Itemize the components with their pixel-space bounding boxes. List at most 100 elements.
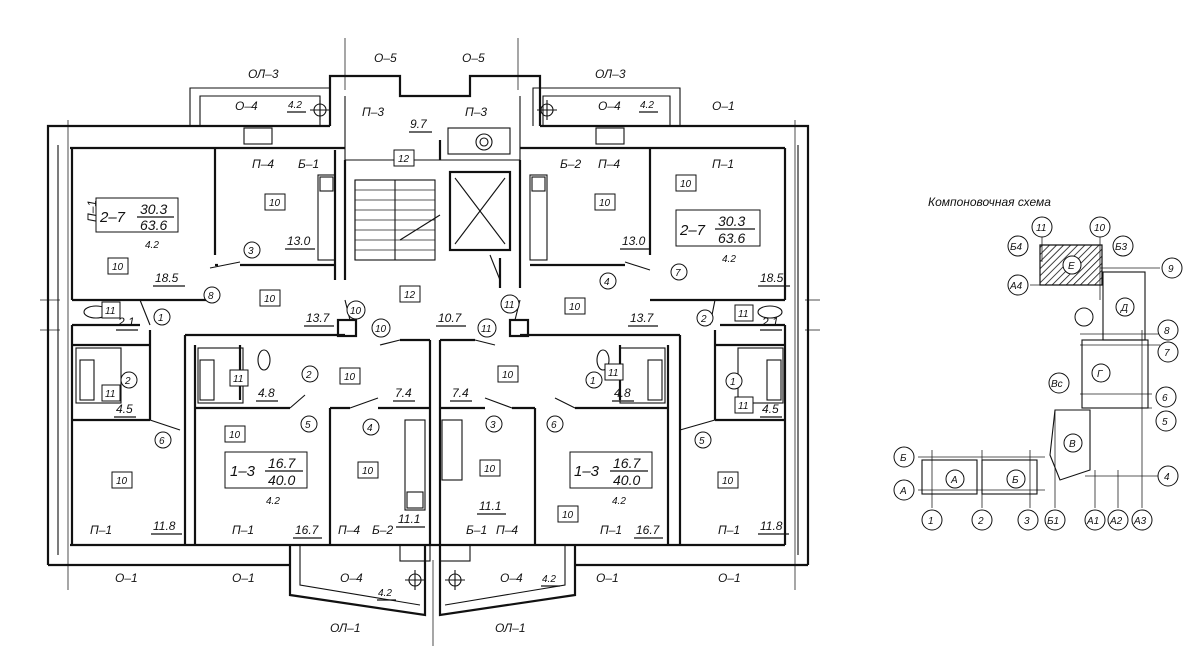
room-code-11: 11 <box>105 389 115 400</box>
room-num-5: 5 <box>305 420 311 431</box>
apt-br-code: 1–3 <box>574 463 600 480</box>
room-num-3: 3 <box>490 420 496 431</box>
apt-tr-top: 30.3 <box>718 213 745 229</box>
scheme-section-B <box>981 459 1038 495</box>
room-num-8: 8 <box>208 291 214 302</box>
scheme-axis-3: 3 <box>1024 516 1030 527</box>
room-num-1: 1 <box>730 377 736 388</box>
scheme-axis-9: 9 <box>1168 264 1174 275</box>
apt-br-h: 4.2 <box>612 496 626 507</box>
label-p3-right: П–3 <box>465 105 487 119</box>
label-97: 9.7 <box>410 117 428 131</box>
scheme-axis-A3: А3 <box>1133 516 1147 527</box>
area-111-right: 11.1 <box>479 499 501 513</box>
scheme-axis-11: 11 <box>1036 223 1046 234</box>
room-num-1: 1 <box>158 313 164 324</box>
scheme-axis-7: 7 <box>1164 348 1170 359</box>
room-code-10: 10 <box>484 464 496 475</box>
area-values: 18.5 13.0 13.7 10.7 13.7 13.0 18.5 2.1 2… <box>114 234 790 539</box>
room-code-10: 10 <box>680 179 692 190</box>
elevator-shaft <box>448 170 512 252</box>
room-code-12: 12 <box>398 154 410 165</box>
apt-br-top: 16.7 <box>613 455 641 471</box>
bathtub-tl <box>75 347 122 404</box>
crosshair-icon <box>310 100 330 120</box>
label-o1-b2: О–1 <box>232 571 255 585</box>
label-o4-tl: О–4 <box>235 99 258 113</box>
outer-walls <box>46 74 810 617</box>
label-b2-top: Б–2 <box>560 157 581 171</box>
label-o5-right: О–5 <box>462 51 485 65</box>
scheme-axis-1: 1 <box>928 516 934 527</box>
apt-tl-bot: 63.6 <box>140 217 167 233</box>
room-num-6: 6 <box>551 420 557 431</box>
scheme-axis-A-left: А <box>899 486 907 497</box>
apt-tr-bot: 63.6 <box>718 230 745 246</box>
label-ol1-right: ОЛ–1 <box>495 621 526 635</box>
label-ol1-left: ОЛ–1 <box>330 621 361 635</box>
room-code-12: 12 <box>404 290 416 301</box>
room-num-4: 4 <box>367 423 373 434</box>
room-code-10: 10 <box>502 370 514 381</box>
room-code-10: 10 <box>229 430 241 441</box>
room-code-10: 10 <box>722 476 734 487</box>
area-137-left: 13.7 <box>306 311 331 325</box>
room-num-2: 2 <box>700 314 707 325</box>
area-48-right: 4.8 <box>614 386 631 400</box>
area-21-right: 2.1 <box>761 315 779 329</box>
apt-tl-top: 30.3 <box>140 201 167 217</box>
room-num-11: 11 <box>481 324 491 335</box>
room-num-10: 10 <box>350 306 362 317</box>
apt-bl-bot: 40.0 <box>268 472 295 488</box>
room-num-2: 2 <box>124 376 131 387</box>
room-code-10: 10 <box>569 302 581 313</box>
label-p1-bl: П–1 <box>90 523 112 537</box>
crosshair-icon <box>537 100 557 120</box>
scheme-title: Компоновочная схема <box>928 195 1051 209</box>
label-b1-top: Б–1 <box>298 157 319 171</box>
axis-lines <box>40 38 820 646</box>
area-107: 10.7 <box>438 311 463 325</box>
room-num-5: 5 <box>699 436 705 447</box>
label-o5-left: О–5 <box>374 51 397 65</box>
room-codes: 12 12 10 10 10 10 10 10 10 10 10 10 10 1… <box>101 149 754 523</box>
apt-bl-h: 4.2 <box>266 496 280 507</box>
scheme-axis-B1: Б1 <box>1047 516 1059 527</box>
label-b1-bottom: Б–1 <box>466 523 487 537</box>
apt-bl-top: 16.7 <box>268 455 296 471</box>
circled-numbers: 3 8 1 10 10 11 11 4 7 2 2 2 1 1 5 4 3 6 … <box>120 241 743 449</box>
apt-br-bot: 40.0 <box>613 472 640 488</box>
crosshair-icon <box>445 570 465 590</box>
room-code-10: 10 <box>269 198 281 209</box>
crosshair-icon <box>405 570 425 590</box>
scheme-axis-6: 6 <box>1162 393 1168 404</box>
scheme-axis-5: 5 <box>1162 417 1168 428</box>
scheme-section-E: Е <box>1039 244 1103 286</box>
scheme-axis-B-left: Б <box>900 453 907 464</box>
area-118-left: 11.8 <box>153 519 176 533</box>
room-code-11: 11 <box>738 401 748 412</box>
label-42-tl: 4.2 <box>288 100 302 111</box>
apt-tl-code: 2–7 <box>99 209 126 226</box>
area-45-left: 4.5 <box>116 402 133 416</box>
apt-bl-code: 1–3 <box>230 463 256 480</box>
scheme-section-D <box>1102 271 1146 341</box>
apartment-labels: 2–7 30.3 63.6 4.2 2–7 30.3 63.6 4.2 1–3 … <box>95 197 761 507</box>
area-111-left: 11.1 <box>398 512 420 526</box>
area-130-right: 13.0 <box>622 234 646 248</box>
label-o4-tr: О–4 <box>598 99 621 113</box>
label-o1-b4: О–1 <box>718 571 741 585</box>
label-p1-bm: П–1 <box>232 523 254 537</box>
label-o1-b3: О–1 <box>596 571 619 585</box>
scheme-label-B: Б <box>1012 475 1019 486</box>
scheme-marker-circle <box>1074 307 1094 327</box>
area-45-right: 4.5 <box>762 402 779 416</box>
scheme-axis-8: 8 <box>1164 326 1170 337</box>
area-185-left: 18.5 <box>155 271 179 285</box>
label-p4-bl: П–4 <box>338 523 360 537</box>
room-code-10: 10 <box>362 466 374 477</box>
scheme-axis-10: 10 <box>1094 223 1106 234</box>
label-p4-tl: П–4 <box>252 157 274 171</box>
room-code-10: 10 <box>344 372 356 383</box>
scheme-section-V <box>1049 409 1091 481</box>
